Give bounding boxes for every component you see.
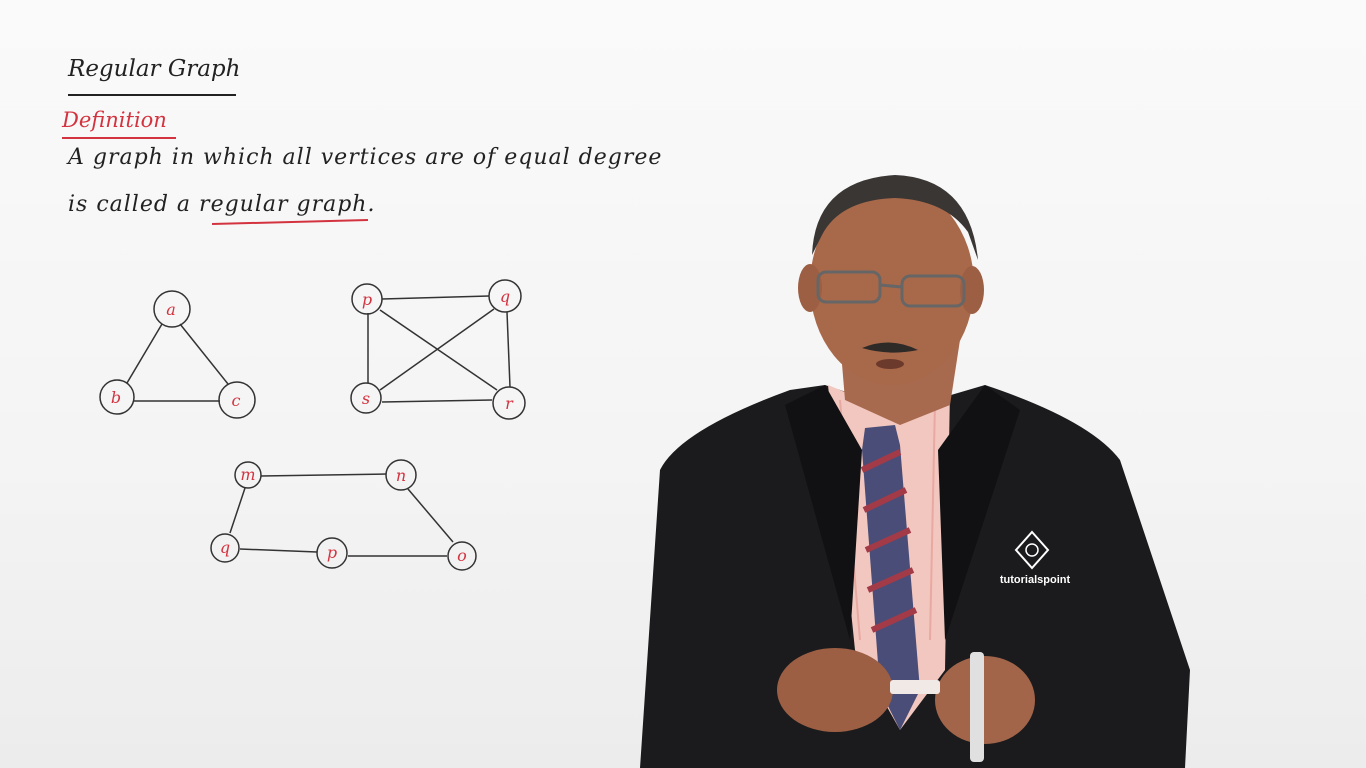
marker [890, 680, 940, 694]
board-title: Regular Graph [68, 56, 241, 82]
vertex-circle-q2 [210, 533, 240, 563]
vertex-circle-p [351, 283, 383, 315]
edge-a-b [126, 323, 163, 384]
vertex-circle-m [234, 461, 262, 489]
vertex-label-c: c [232, 391, 241, 410]
vertex-circle-q [488, 279, 522, 313]
vertex-label-a: a [166, 300, 176, 319]
vertex-label-o: o [457, 546, 467, 565]
definition-line-2: is called a regular graph. [68, 192, 375, 217]
hand-right [935, 656, 1035, 744]
lapel-left [785, 385, 862, 640]
logo-text: tutorialspoint [1000, 574, 1071, 586]
edge-s-r [381, 399, 493, 403]
ear-right [960, 266, 984, 314]
vertex-label-p2: p [327, 543, 337, 562]
vertex-label-p: p [362, 290, 372, 309]
vertex-label-q2: q [220, 538, 230, 557]
edge-q-r [506, 311, 511, 388]
presenter: tutorialspoint [640, 175, 1190, 768]
vertex-circle-r [492, 386, 526, 420]
edge-p-q [381, 295, 490, 300]
edge-q-m [229, 487, 246, 534]
regular-graph-term: regular graph. [199, 192, 376, 217]
moustache [862, 342, 918, 353]
edge-q-s [379, 308, 495, 391]
vertex-circle-c [218, 381, 256, 419]
definition-heading: Definition [62, 108, 167, 132]
vertex-circle-n [385, 459, 417, 491]
definition-line-2-prefix: is called a [68, 192, 200, 217]
vertex-circle-s [350, 382, 382, 414]
edge-n-o [407, 488, 454, 543]
vertex-circle-a [153, 290, 191, 328]
vertex-circle-b [99, 379, 135, 415]
vertex-label-n: n [396, 466, 406, 485]
mouth [876, 359, 904, 369]
vertex-label-r: r [505, 394, 514, 413]
definition-line-1: A graph in which all vertices are of equ… [68, 145, 663, 170]
tutorialspoint-logo: tutorialspoint [1000, 530, 1071, 586]
vertex-circle-p2 [316, 537, 348, 569]
vertex-circle-o [447, 541, 477, 571]
title-underline [68, 94, 236, 96]
hair [812, 175, 978, 260]
vertex-label-q: q [500, 287, 510, 306]
vertex-label-b: b [111, 388, 121, 407]
edge-p-q2 [239, 548, 318, 553]
marker-cap [970, 652, 984, 762]
lapel-right [938, 385, 1020, 640]
edge-p-r [379, 309, 498, 391]
tie-stripes [860, 449, 918, 633]
ear-left [798, 264, 822, 312]
vertex-label-s: s [362, 389, 370, 408]
eyeglasses [816, 270, 966, 308]
edge-m-n [260, 473, 387, 477]
vertex-label-m: m [240, 465, 255, 484]
hand-left [777, 648, 893, 732]
definition-underline [62, 137, 176, 139]
edge-a-c [179, 323, 229, 385]
